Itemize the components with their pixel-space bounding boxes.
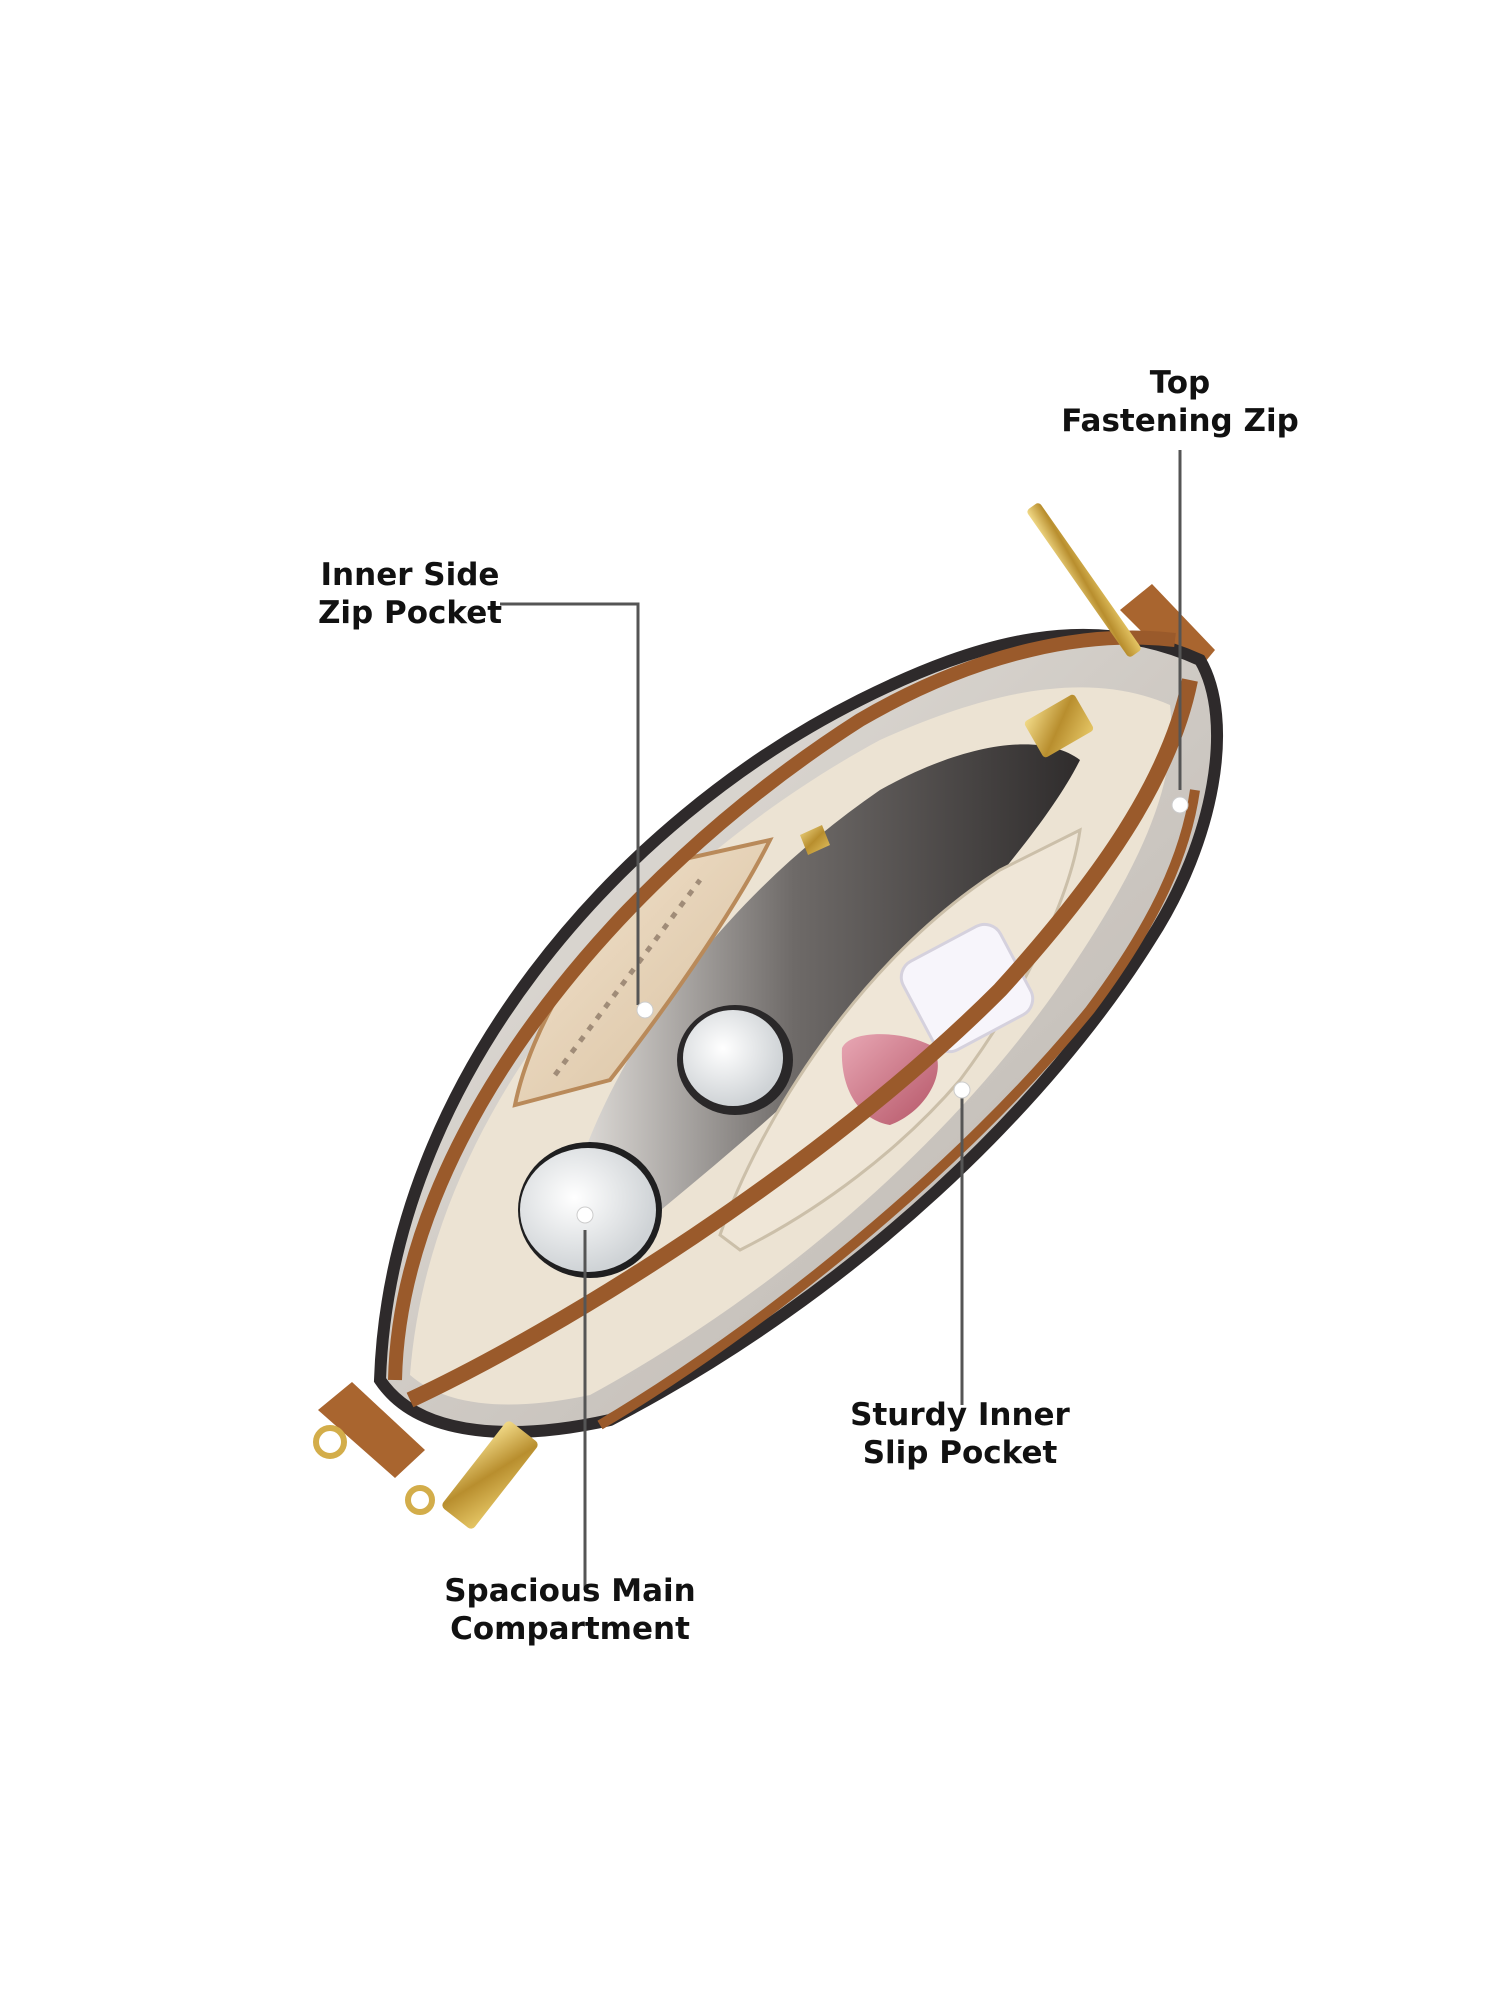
label-top-fastening-zip: Top Fastening Zip [1040,364,1320,440]
d-ring-left [313,1425,347,1459]
phone [512,837,774,1108]
label-slip-line2: Slip Pocket [862,1435,1058,1471]
top-zip-tape [388,630,1176,1381]
label-top-line1: Top [1149,365,1211,401]
label-side-line2: Zip Pocket [317,595,503,631]
label-top-line2: Fastening Zip [1061,403,1299,439]
pocket-zip-slider [800,825,830,855]
metallic-pouch [560,744,1080,1260]
d-ring-bottom [405,1485,435,1515]
top-zip-puller [1027,503,1141,657]
outer-zip-tape [597,789,1200,1430]
bottom-zip-puller [442,1421,538,1529]
leader-lines [500,450,1182,1590]
label-sturdy-inner-slip-pocket: Sturdy Inner Slip Pocket [830,1396,1090,1472]
leather-tab-bottom [318,1382,425,1478]
main-zip-tape [406,678,1198,1408]
dot-main [576,1206,594,1224]
label-main-line1: Spacious Main [444,1573,696,1609]
label-main-line2: Compartment [450,1611,690,1647]
dot-slip-pocket [953,1081,971,1099]
dot-top-zip [1171,796,1189,814]
label-spacious-main-compartment: Spacious Main Compartment [430,1572,710,1648]
zip-stopper [1024,694,1094,758]
label-inner-side-zip-pocket: Inner Side Zip Pocket [300,556,520,632]
label-side-line1: Inner Side [320,557,500,593]
label-slip-line1: Sturdy Inner [850,1397,1070,1433]
leader-line-inner-side [500,602,640,1005]
dot-inner-side [636,1001,654,1019]
bottle-cap-small [683,1010,783,1106]
